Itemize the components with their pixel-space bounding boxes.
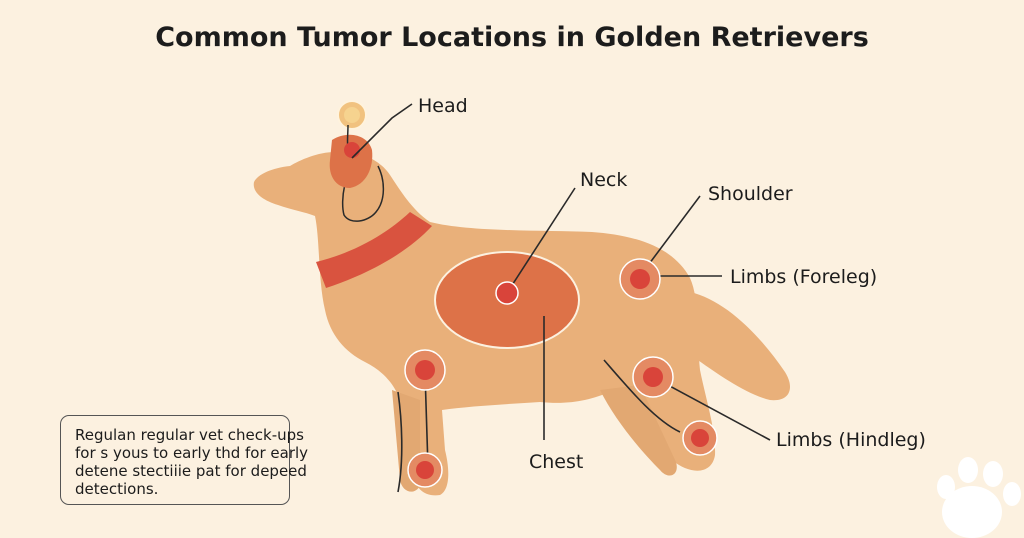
label-chest: Chest <box>529 451 583 473</box>
foreleg-lower-marker <box>407 452 443 488</box>
leader-lines <box>351 103 771 493</box>
foreleg-upper-marker <box>404 349 446 391</box>
label-limbs-hindleg: Limbs (Hindleg) <box>776 429 926 451</box>
location-labels: Head Neck Shoulder Limbs (Foreleg) Chest… <box>418 95 926 473</box>
hindleg-lower-marker <box>682 420 718 456</box>
label-limbs-foreleg: Limbs (Foreleg) <box>730 266 877 288</box>
vet-checkup-note: Regulan regular vet check-ups for s yous… <box>60 415 309 505</box>
dog-far-hindleg <box>600 385 677 476</box>
label-neck: Neck <box>580 169 627 191</box>
paw-print-icon <box>937 457 1021 538</box>
label-shoulder: Shoulder <box>708 183 793 205</box>
diagram-title: Common Tumor Locations in Golden Retriev… <box>155 22 869 53</box>
leg-contour-line <box>397 391 403 493</box>
note-line: detections. <box>75 480 159 498</box>
body-contour-line <box>603 359 681 433</box>
hindleg-leader-line <box>652 376 771 441</box>
note-line: Regulan regular vet check-ups <box>75 426 304 444</box>
head-leader-line <box>351 103 413 159</box>
dog-collar <box>316 212 432 288</box>
note-line: for s yous to early thd for early <box>75 444 309 462</box>
label-head: Head <box>418 95 468 117</box>
neck-leader-line <box>506 187 576 294</box>
dog-tail <box>690 292 790 401</box>
neck-marker <box>495 281 519 305</box>
note-line: detene stectiiie pat for depeed <box>75 462 307 480</box>
hindleg-upper-marker <box>632 356 674 398</box>
target-markers <box>404 258 718 488</box>
shoulder-marker <box>619 258 661 300</box>
